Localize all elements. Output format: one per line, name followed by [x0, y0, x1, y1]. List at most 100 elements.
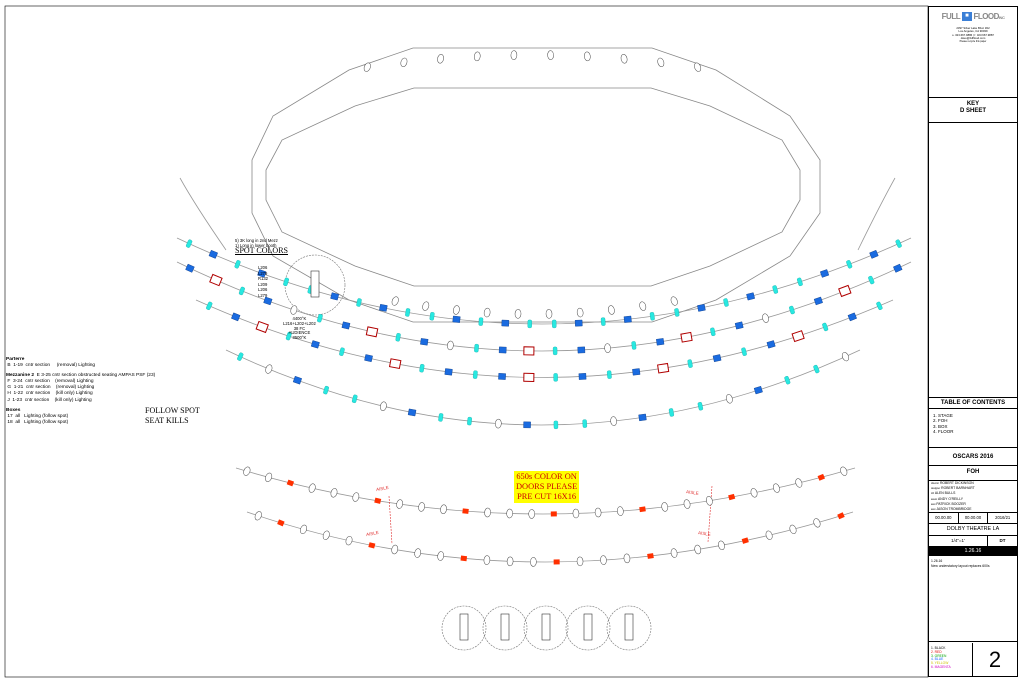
- fixture-light-icon: [322, 530, 330, 540]
- fixture-light-icon: [789, 524, 797, 534]
- follow-spot-seat-kills: FOLLOW SPOT SEAT KILLS: [145, 406, 200, 425]
- fixture-cyan-icon: [600, 317, 606, 326]
- fixture-light-icon: [243, 466, 251, 476]
- fixture-cyan-icon: [339, 347, 345, 356]
- fixture-cyan-icon: [237, 352, 244, 361]
- lamp-label: L216+L202+L202: [283, 320, 316, 326]
- fixture-cyan-icon: [527, 319, 532, 329]
- spot-color-item: L209: [258, 281, 268, 287]
- fixture-blue-icon: [407, 408, 417, 417]
- fixture-blue-icon: [231, 312, 241, 322]
- follow-spot-icon: [583, 613, 593, 641]
- house-wall-left: [179, 177, 227, 251]
- fixture-light-icon: [265, 364, 273, 374]
- fixture-light-icon: [772, 483, 780, 493]
- parterre-title: Parterre: [6, 357, 25, 362]
- fixture-light-icon: [422, 301, 430, 311]
- fixture-light-icon: [694, 544, 702, 555]
- boxes-row: 17 all Lighting (follow spot): [7, 413, 69, 419]
- mezz-row: F 3-24 cntr section (removal) Lighting: [7, 379, 94, 385]
- fixture-light-icon: [639, 301, 647, 311]
- fixture-light-icon: [495, 418, 502, 429]
- fixture-light-icon: [545, 309, 553, 319]
- fixture-light-icon: [418, 502, 425, 512]
- fixture-light-icon: [414, 548, 422, 558]
- scale-row: 1/4"=1' DT: [929, 536, 1017, 546]
- fixture-light-icon: [725, 394, 733, 404]
- recycle-note: Please recycle this paper: [959, 40, 987, 44]
- toc-item-foh[interactable]: 2. FOH: [933, 418, 948, 424]
- fixture-cyan-icon: [234, 260, 241, 269]
- fixture-cyan-icon: [868, 275, 875, 285]
- toc-item-box[interactable]: 3. BOX: [933, 423, 948, 429]
- fixture-light-icon: [765, 530, 773, 540]
- orch-rail: [246, 511, 854, 563]
- fixture-light-icon: [363, 62, 371, 72]
- toc-item-stage[interactable]: 1. STAGE: [933, 413, 953, 418]
- fixture-light-icon: [380, 401, 387, 411]
- fixture-cyan-icon: [323, 385, 329, 395]
- fixture-orange-icon: [462, 508, 469, 514]
- fixture-blue-icon: [292, 375, 302, 385]
- fixture-light-icon: [840, 466, 848, 476]
- spot-color-item: L206: [258, 265, 268, 270]
- fixture-cyan-icon: [789, 305, 795, 315]
- balcony-rail-1: [176, 237, 912, 325]
- fixture-cyan-icon: [419, 364, 425, 373]
- fixture-cyan-icon: [606, 370, 612, 379]
- fixture-blue-icon: [712, 354, 722, 363]
- fixture-cyan-icon: [395, 333, 401, 342]
- fixture-cyan-icon: [238, 286, 245, 296]
- spot-color-item: L206: [258, 287, 268, 293]
- fixture-cyan-icon: [697, 402, 704, 411]
- fixture-light-icon: [506, 556, 514, 567]
- mezz-row: G 1-21 cntr section (removal) Lighting: [7, 385, 95, 391]
- fixture-light-icon: [352, 492, 360, 502]
- fixture-cyan-icon: [553, 420, 559, 430]
- fixture-blue-icon: [263, 296, 273, 306]
- balcony-rail-4: [225, 349, 861, 426]
- spot-color-item: R132: [258, 276, 269, 282]
- fixture-light-icon: [391, 296, 399, 306]
- fixture-blue-icon: [847, 312, 857, 322]
- fixture-blue-icon: [257, 269, 267, 278]
- fixture-blue-icon: [185, 263, 195, 273]
- fixture-cyan-icon: [631, 341, 637, 350]
- toc-item-floor[interactable]: 4. FLOOR: [933, 429, 954, 435]
- fixture-blue-icon: [498, 346, 507, 354]
- fixture-light-icon: [608, 305, 615, 315]
- fixture-cyan-icon: [317, 313, 323, 323]
- fixture-light-icon: [670, 296, 678, 306]
- fixture-cyan-icon: [668, 408, 675, 417]
- fixture-cyan-icon: [876, 301, 883, 310]
- mezz-row: H 1-22 cntr section (kill only) Lighting: [7, 391, 93, 397]
- drawing-title: FOH: [966, 469, 980, 475]
- fixture-cyan-icon: [741, 347, 747, 356]
- follow-spot-icon: [541, 613, 551, 641]
- fixture-cyan-icon: [649, 312, 655, 321]
- fixture-light-icon: [623, 553, 631, 564]
- fixture-moving-icon: [209, 273, 223, 287]
- fixture-light-icon: [604, 343, 611, 353]
- fixture-light-icon: [584, 51, 591, 62]
- fixture-cyan-icon: [710, 327, 716, 337]
- fixture-blue-icon: [632, 368, 641, 376]
- fixture-cyan-icon: [283, 277, 289, 287]
- mezz-rail: [235, 467, 856, 515]
- company-address: 2397 Silver Lake Blvd. #22 Los Angeles, …: [929, 26, 1017, 44]
- fixture-blue-icon: [577, 346, 586, 354]
- fixture-moving-icon: [523, 372, 535, 382]
- fixture-orange-icon: [639, 506, 646, 513]
- fixture-light-icon: [572, 508, 580, 519]
- fixture-light-icon: [453, 305, 460, 315]
- fixture-moving-icon: [365, 326, 379, 338]
- fixture-cyan-icon: [552, 346, 558, 356]
- spot-legend: 5) 3K long in 2nd Mezz 1) Long in lower …: [235, 238, 288, 255]
- fixture-blue-icon: [420, 338, 429, 346]
- follow-spot-icon: [459, 613, 469, 641]
- house-wall-right: [857, 177, 896, 251]
- fixture-cyan-icon: [582, 419, 588, 428]
- fixture-blue-icon: [746, 292, 755, 301]
- fixture-light-icon: [657, 57, 665, 67]
